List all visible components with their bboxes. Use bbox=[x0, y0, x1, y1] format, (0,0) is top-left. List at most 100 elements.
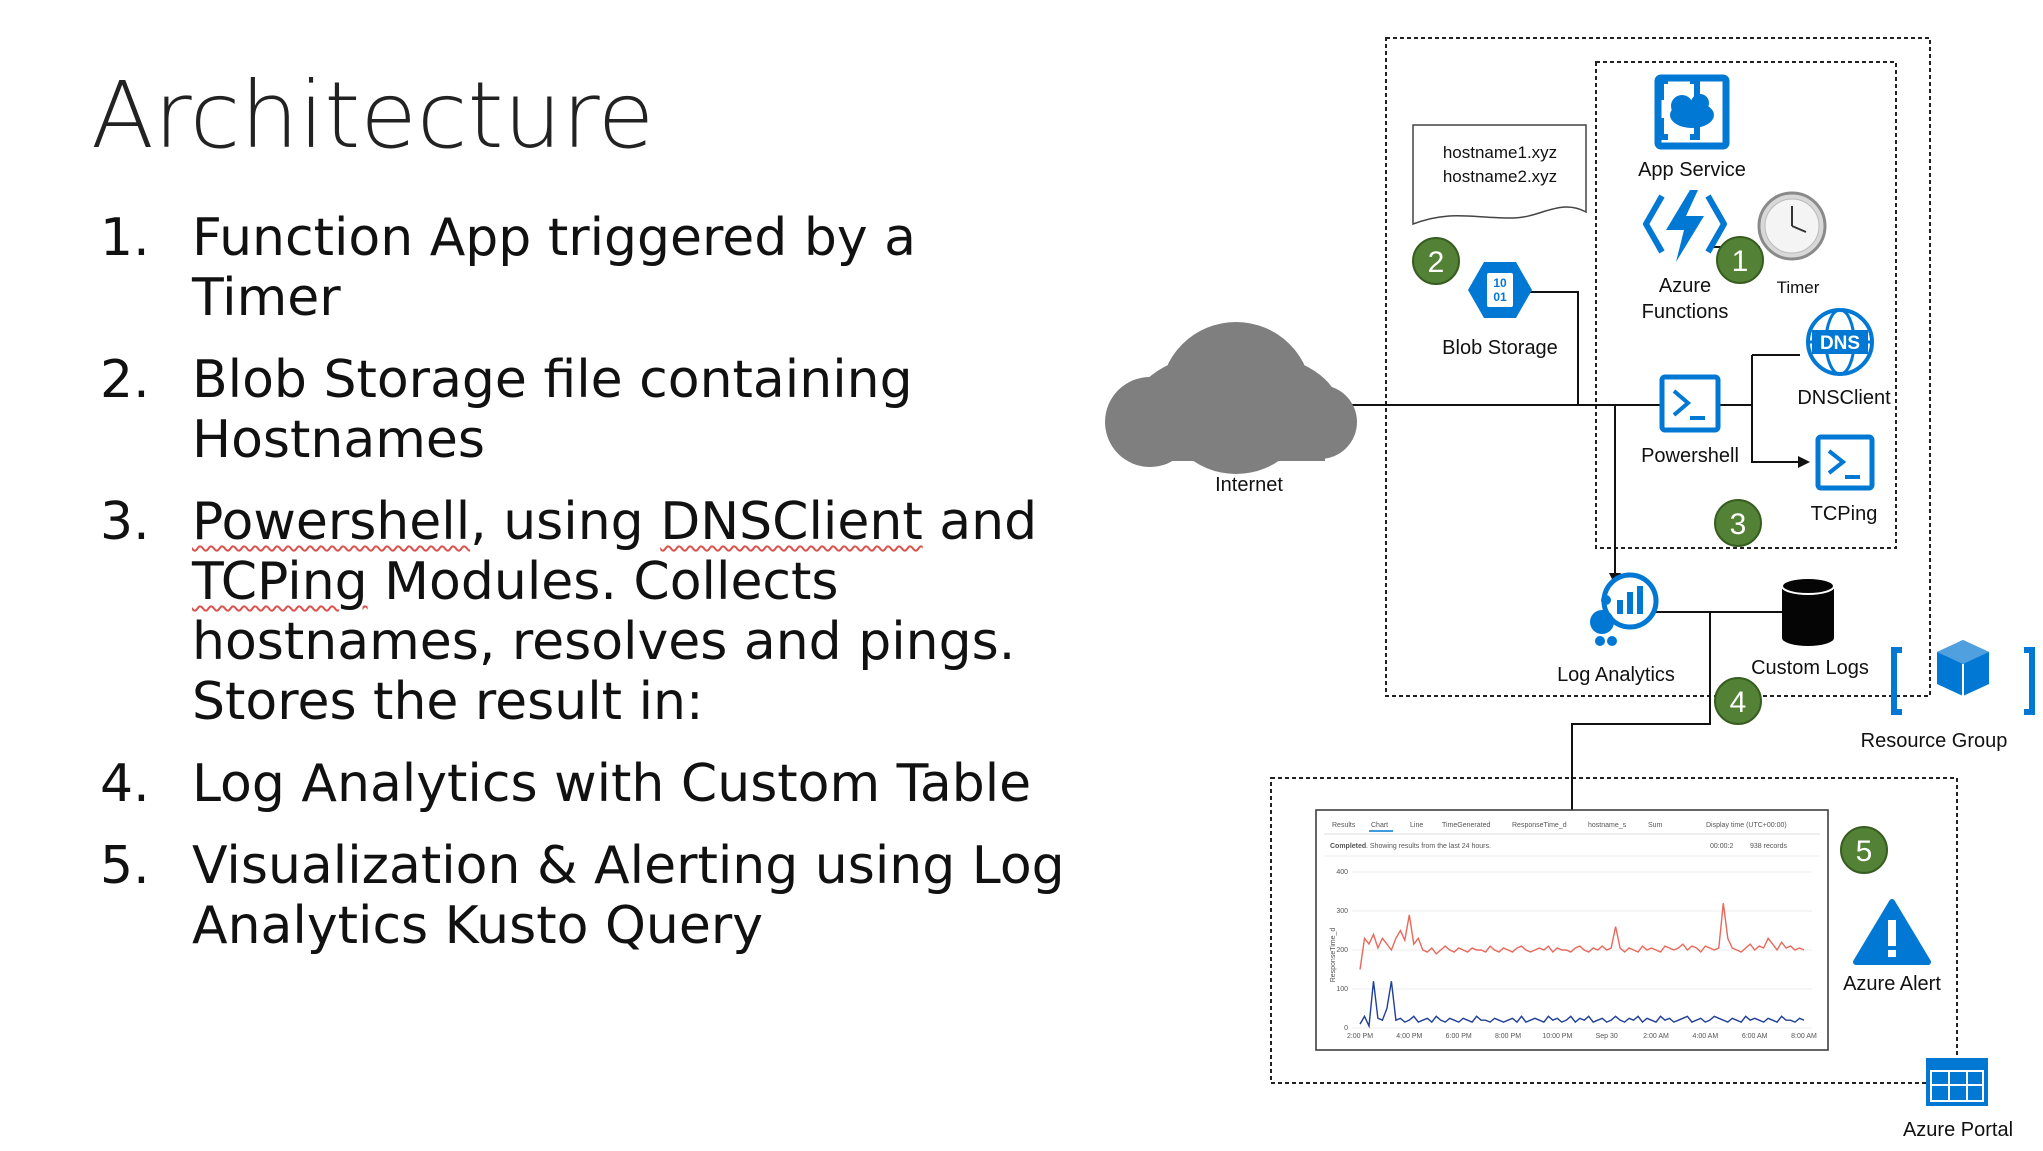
step-3: 3. Powershell, using DNSClient and TCPin… bbox=[100, 492, 1080, 732]
step-2: 2. Blob Storage file containing Hostname… bbox=[100, 350, 1080, 470]
log-analytics-icon bbox=[1590, 572, 1659, 646]
status-bold: Completed bbox=[1330, 843, 1366, 850]
azure-alert-label: Azure Alert bbox=[1843, 973, 1941, 995]
x-tick-label: 8:00 PM bbox=[1495, 1033, 1521, 1040]
slide-title: Architecture bbox=[91, 62, 655, 169]
x-tick-label: 2:00 PM bbox=[1347, 1033, 1373, 1040]
step-number: 1. bbox=[100, 208, 150, 268]
azure-functions-label-1: Azure bbox=[1659, 275, 1711, 297]
azure-portal-icon bbox=[1926, 1058, 1988, 1106]
badge-5: 5 bbox=[1840, 826, 1888, 874]
blob-storage-icon bbox=[1468, 262, 1532, 318]
y-tick-label: 100 bbox=[1336, 986, 1348, 993]
tcping-label: TCPing bbox=[1811, 503, 1878, 525]
azure-portal-boundary bbox=[1270, 777, 1958, 1084]
steps-list: 1. Function App triggered by a Timer 2. … bbox=[100, 208, 1080, 978]
step-text: Visualization & Alerting using Log Analy… bbox=[192, 836, 1065, 956]
blob-storage-label: Blob Storage bbox=[1442, 337, 1558, 359]
badge-3-number: 3 bbox=[1730, 508, 1747, 541]
y-tick-label: 400 bbox=[1336, 869, 1348, 876]
step-number: 4. bbox=[100, 754, 150, 814]
internet-label: Internet bbox=[1215, 474, 1283, 496]
series-line-2 bbox=[1359, 981, 1805, 1029]
record-count: 938 records bbox=[1750, 843, 1787, 850]
chart-y-axis-label: ResponseTime_d bbox=[1330, 928, 1337, 983]
y-axis-select[interactable]: ResponseTime_d bbox=[1512, 822, 1567, 829]
app-service-icon bbox=[1654, 74, 1730, 150]
step-text-dnsclient: DNSClient bbox=[660, 492, 923, 552]
file-line-1: hostname1.xyz bbox=[1443, 143, 1557, 162]
query-duration: 00:00:2 bbox=[1710, 843, 1733, 850]
internet-cloud-icon bbox=[1105, 322, 1357, 474]
azure-functions-label-2: Functions bbox=[1642, 301, 1729, 323]
badge-2-number: 2 bbox=[1428, 246, 1445, 279]
x-tick-label: 4:00 AM bbox=[1692, 1033, 1718, 1040]
azure-functions-icon bbox=[1643, 190, 1727, 262]
step-4: 4. Log Analytics with Custom Table bbox=[100, 754, 1080, 814]
blob-icon-digits-2: 01 bbox=[1493, 290, 1507, 304]
dnsclient-label: DNSClient bbox=[1797, 387, 1891, 409]
badge-2: 2 bbox=[1412, 237, 1460, 285]
badge-1-number: 1 bbox=[1732, 245, 1749, 278]
dns-icon-text: DNS bbox=[1820, 333, 1860, 354]
custom-logs-label: Custom Logs bbox=[1751, 657, 1869, 679]
badge-3: 3 bbox=[1714, 499, 1762, 547]
badge-5-number: 5 bbox=[1856, 835, 1873, 868]
series-line-1 bbox=[1359, 903, 1805, 970]
step-1: 1. Function App triggered by a Timer bbox=[100, 208, 1080, 328]
azure-alert-icon bbox=[1853, 899, 1931, 965]
badge-4-number: 4 bbox=[1730, 686, 1747, 719]
tab-chart[interactable]: Chart bbox=[1371, 822, 1388, 829]
file-line-2: hostname2.xyz bbox=[1443, 167, 1557, 186]
resource-group-icon bbox=[1891, 640, 2035, 715]
step-number: 5. bbox=[100, 836, 150, 896]
status-text: . Showing results from the last 24 hours… bbox=[1366, 843, 1491, 850]
timer-label: Timer bbox=[1777, 278, 1820, 297]
step-text: Log Analytics with Custom Table bbox=[192, 754, 1032, 814]
step-text: , using bbox=[470, 492, 661, 552]
log-analytics-chart-panel: Results Chart Line TimeGenerated Respons… bbox=[1315, 809, 1829, 1051]
x-tick-label: 2:00 AM bbox=[1643, 1033, 1669, 1040]
badge-4: 4 bbox=[1714, 677, 1762, 725]
hostname-file-icon bbox=[1412, 124, 1587, 226]
step-text-tcping: TCPing bbox=[192, 552, 368, 612]
step-text: Blob Storage file containing Hostnames bbox=[192, 350, 913, 470]
step-number: 3. bbox=[100, 492, 150, 552]
x-tick-label: 6:00 AM bbox=[1742, 1033, 1768, 1040]
x-tick-label: 10:00 PM bbox=[1542, 1033, 1572, 1040]
azure-portal-label: Azure Portal bbox=[1903, 1119, 2013, 1141]
x-tick-label: 4:00 PM bbox=[1396, 1033, 1422, 1040]
resource-group-label: Resource Group bbox=[1861, 730, 2008, 752]
step-text: Modules. Collects hostnames, resolves an… bbox=[192, 552, 1016, 732]
log-analytics-label: Log Analytics bbox=[1557, 664, 1675, 686]
split-by-select[interactable]: hostname_s bbox=[1588, 822, 1627, 829]
x-tick-label: 6:00 PM bbox=[1446, 1033, 1472, 1040]
custom-logs-database-icon bbox=[1781, 577, 1835, 646]
timer-clock-icon bbox=[1757, 191, 1827, 261]
app-service-label: App Service bbox=[1638, 159, 1746, 181]
y-tick-label: 200 bbox=[1336, 947, 1348, 954]
blob-icon-digits-1: 10 bbox=[1493, 276, 1507, 290]
chart-type-select[interactable]: Line bbox=[1410, 822, 1423, 829]
step-text: and bbox=[922, 492, 1038, 552]
badge-1: 1 bbox=[1716, 236, 1764, 284]
step-text-powershell: Powershell bbox=[192, 492, 471, 552]
tcping-icon bbox=[1815, 434, 1875, 491]
display-time-select[interactable]: Display time (UTC+00:00) bbox=[1706, 822, 1787, 829]
x-axis-select[interactable]: TimeGenerated bbox=[1442, 822, 1490, 829]
step-5: 5. Visualization & Alerting using Log An… bbox=[100, 836, 1080, 956]
powershell-icon bbox=[1659, 374, 1721, 433]
x-tick-label: Sep 30 bbox=[1596, 1033, 1618, 1040]
step-text: Function App triggered by a Timer bbox=[192, 208, 916, 328]
x-tick-label: 8:00 AM bbox=[1791, 1033, 1817, 1040]
app-service-boundary bbox=[1595, 61, 1897, 549]
aggregation-select[interactable]: Sum bbox=[1648, 822, 1663, 829]
powershell-label: Powershell bbox=[1641, 445, 1739, 467]
dns-icon bbox=[1806, 308, 1874, 376]
y-tick-label: 0 bbox=[1344, 1025, 1348, 1032]
tab-results[interactable]: Results bbox=[1332, 822, 1356, 829]
step-number: 2. bbox=[100, 350, 150, 410]
resource-group-boundary bbox=[1385, 37, 1931, 697]
